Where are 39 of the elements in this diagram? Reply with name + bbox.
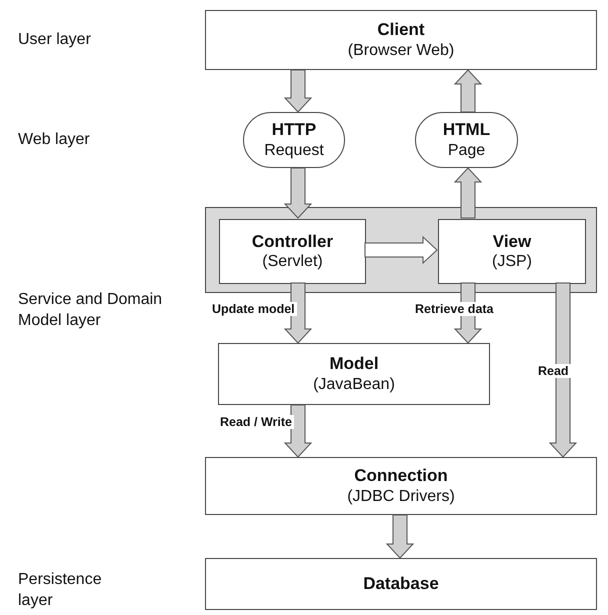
layer-label: Service and Domain Model layer (18, 290, 164, 331)
block-arrow (284, 70, 312, 113)
node-title: Database (363, 573, 439, 595)
edge-label: Update model (210, 302, 297, 316)
node-subtitle: Request (264, 140, 324, 161)
node-subtitle: (Servlet) (262, 252, 323, 272)
layer-label: User layer (18, 30, 92, 50)
block-arrow (284, 404, 312, 458)
node-title: Controller (252, 230, 334, 252)
block-arrow (454, 69, 482, 112)
edge-label: Read (536, 364, 571, 378)
process-box (205, 558, 597, 610)
process-box (205, 457, 597, 515)
process-box (438, 219, 586, 284)
node-title: Connection (354, 465, 448, 487)
block-arrow (284, 168, 312, 219)
node-subtitle: Page (448, 140, 486, 161)
node-title: HTTP (272, 119, 316, 141)
node-title: Client (377, 19, 425, 41)
block-arrow (284, 282, 312, 344)
node-subtitle: (JSP) (492, 252, 532, 272)
panel-band (205, 207, 597, 293)
process-box (219, 219, 366, 284)
block-arrow (454, 167, 482, 218)
edge-label: Read / Write (218, 415, 294, 429)
node-title: Model (329, 353, 379, 375)
process-box (205, 10, 597, 70)
block-arrow (548, 282, 578, 458)
node-title: HTML (442, 119, 490, 141)
block-arrow (364, 236, 438, 264)
block-arrow (386, 514, 414, 559)
node-title: View (492, 230, 532, 252)
layer-label: Web layer (18, 130, 91, 150)
node-subtitle: (JDBC Drivers) (347, 486, 455, 507)
edge-label: Retrieve data (413, 302, 496, 316)
layer-label: Persistence layer (18, 570, 103, 611)
node-subtitle: (JavaBean) (313, 374, 395, 395)
node-subtitle: (Browser Web) (348, 40, 454, 61)
process-box (218, 343, 490, 405)
